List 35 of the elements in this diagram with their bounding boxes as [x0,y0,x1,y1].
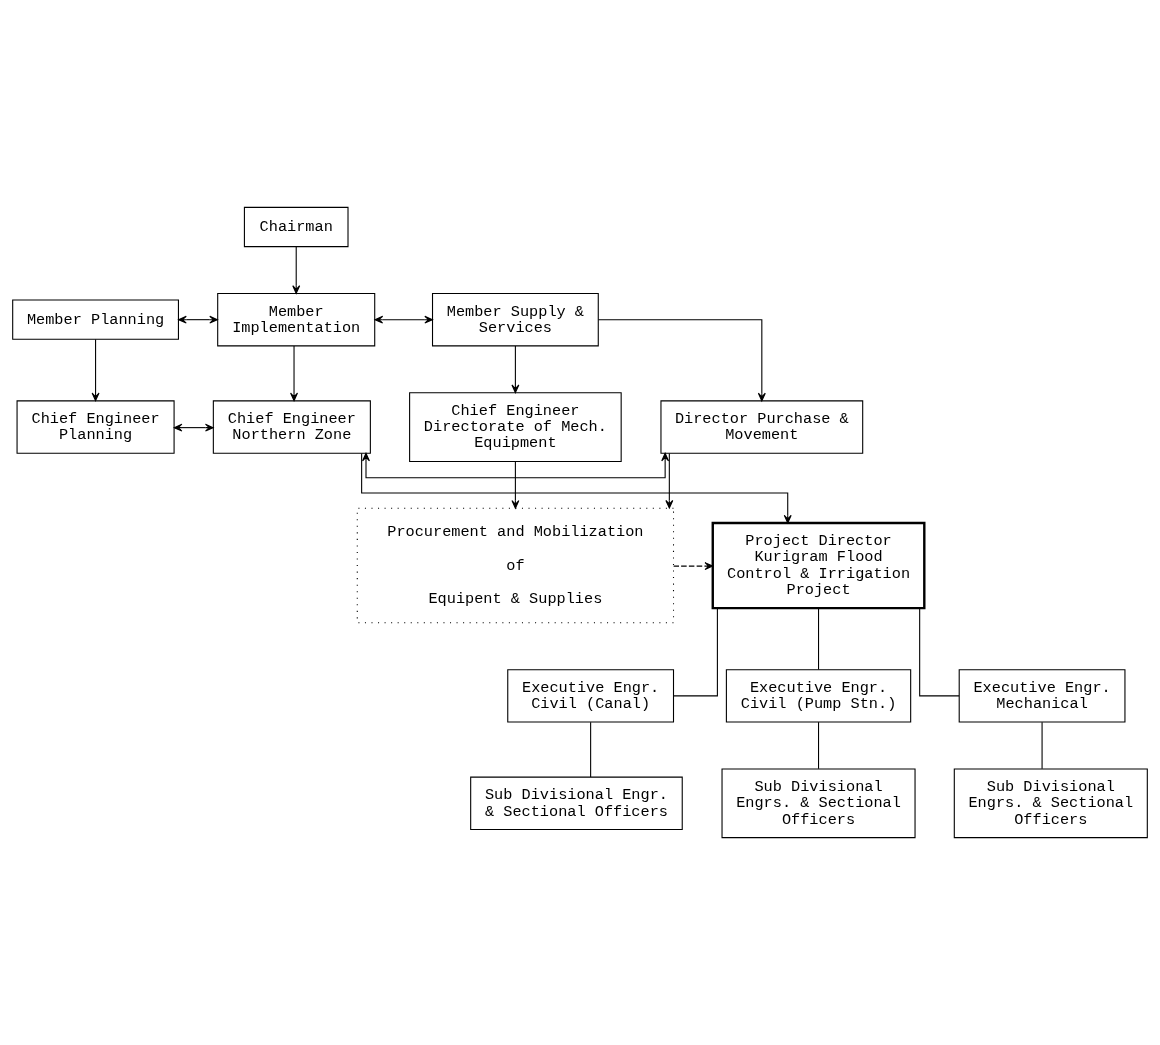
connector [590,721,592,778]
connector [919,607,960,697]
node-box: Executive Engr. Civil (Canal) [507,669,675,723]
node-box: Sub Divisional Engr. & Sectional Officers [470,776,683,830]
connector [818,721,820,770]
node-box: Sub Divisional Engrs. & Sectional Officers [953,768,1148,839]
arrow [178,315,218,324]
node-box: Chief Engineer Directorate of Mech. Equipment [409,392,622,462]
node-box: Chief Engineer Northern Zone [212,400,371,454]
arrow [673,562,714,571]
arrow [665,452,674,509]
node-box: Sub Divisional Engrs. & Sectional Officers [721,768,916,839]
connector [818,607,820,670]
arrow [362,452,670,479]
arrow [597,319,766,402]
arrow [173,423,214,432]
arrow [292,246,301,294]
node-box: Procurement and Mobilization of Equipent & Supplies [356,507,675,624]
node-box: Chairman [243,206,349,248]
arrow [91,338,100,402]
node-box: Chief Engineer Planning [16,400,175,454]
arrow [374,315,433,324]
connector [673,607,718,697]
node-box: Member Planning [12,299,179,340]
node-box: Member Implementation [217,292,376,347]
arrow [361,453,792,524]
node-box: Director Purchase & Movement [660,400,864,454]
arrow [290,345,298,402]
node-box: Executive Engr. Mechanical [958,669,1126,723]
arrow [511,461,520,509]
node-box: Member Supply & Services [431,292,599,347]
node-box: Project Director Kurigram Flood Control & Irrigation Project [711,521,926,610]
node-box: Executive Engr. Civil (Pump Stn.) [725,669,912,723]
connector [1041,721,1043,770]
arrow [511,345,520,394]
